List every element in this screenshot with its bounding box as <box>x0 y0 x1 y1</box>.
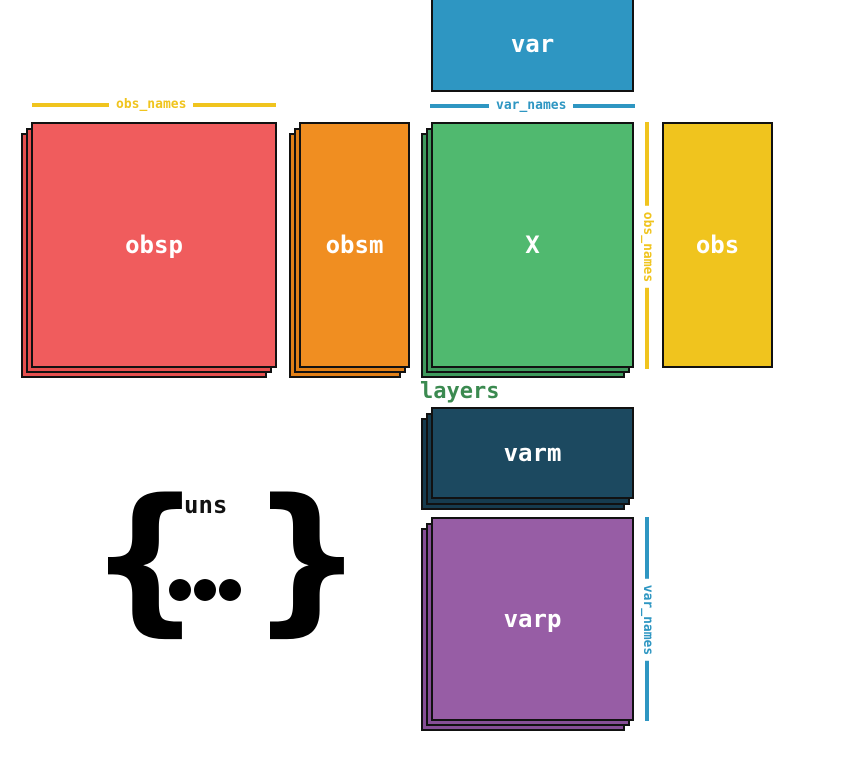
varm-block: varm <box>431 407 634 499</box>
uns-close-brace: } <box>250 464 364 651</box>
var-label: var <box>510 30 555 58</box>
layers-label: layers <box>420 379 500 404</box>
uns-open-brace: { <box>88 464 202 651</box>
obs-block: obs <box>662 122 773 368</box>
varm-label: varm <box>503 439 562 467</box>
var-names-label-top: var_names <box>489 98 574 114</box>
varp-label: varp <box>503 605 562 633</box>
var-names-label-side: var_names <box>639 578 655 662</box>
obsm-label: obsm <box>325 231 384 259</box>
obs-names-label-top: obs_names <box>109 97 194 113</box>
uns-label: uns <box>184 491 228 519</box>
obs-names-label-side: obs_names <box>639 205 655 289</box>
obsm-block: obsm <box>299 122 410 368</box>
obsp-label: obsp <box>125 231 183 259</box>
ellipsis-dot-2 <box>194 579 216 601</box>
x-label: X <box>525 231 540 259</box>
obs-label: obs <box>695 231 740 259</box>
obsp-block: obsp <box>31 122 277 368</box>
varp-block: varp <box>431 517 634 721</box>
x-block: X <box>431 122 634 368</box>
ellipsis-dot-1 <box>169 579 191 601</box>
ellipsis-dot-3 <box>219 579 241 601</box>
var-block: var <box>431 0 634 92</box>
